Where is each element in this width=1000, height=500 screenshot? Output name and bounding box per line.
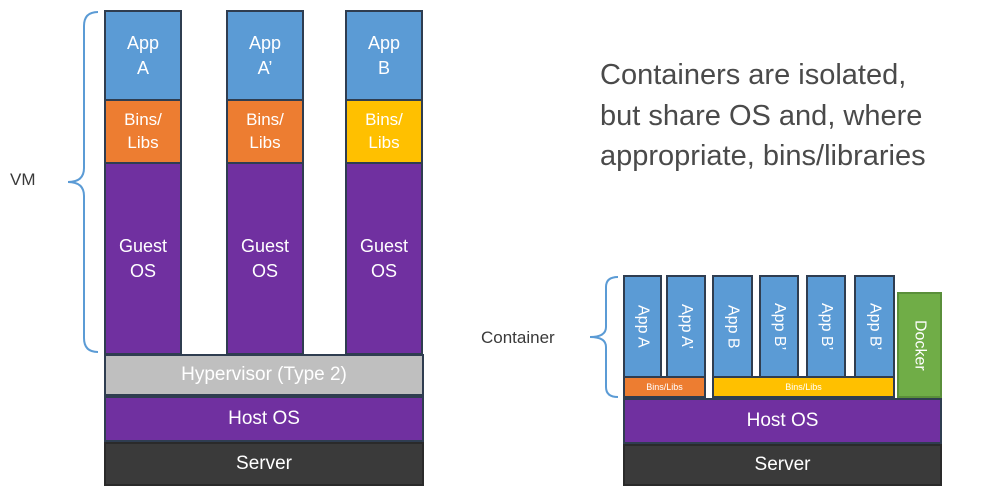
container-server-layer: Server: [623, 444, 942, 486]
vm-bins-libs-a-prime: Bins/ Libs: [226, 99, 304, 164]
vm-host-os-layer: Host OS: [104, 396, 424, 442]
container-app-b: App B: [712, 275, 753, 378]
container-host-os-layer: Host OS: [623, 398, 942, 444]
container-app-a-prime: App A’: [666, 275, 706, 378]
vm-label: VM: [10, 170, 36, 189]
vm-bins-libs-b: Bins/ Libs: [345, 99, 423, 164]
container-app-b-prime-3: App B’: [854, 275, 895, 378]
vm-server-layer: Server: [104, 442, 424, 486]
vm-bins-libs-a: Bins/ Libs: [104, 99, 182, 164]
container-app-a: App A: [623, 275, 662, 378]
container-app-b-prime-2: App B’: [806, 275, 846, 378]
vm-guest-os-a: Guest OS: [104, 162, 182, 355]
docker-engine: Docker: [897, 292, 942, 398]
container-label: Container: [481, 328, 555, 347]
vm-guest-os-a-prime: Guest OS: [226, 162, 304, 355]
container-bins-libs-a: Bins/Libs: [623, 376, 706, 398]
vm-app-a: App A: [104, 10, 182, 101]
headline-text: Containers are isolated, but share OS an…: [600, 59, 926, 173]
vm-guest-os-b: Guest OS: [345, 162, 423, 355]
hypervisor-layer: Hypervisor (Type 2): [104, 354, 424, 396]
vm-brace: [67, 11, 99, 353]
container-app-b-prime-1: App B’: [759, 275, 799, 378]
vm-app-a-prime: App A’: [226, 10, 304, 101]
container-brace: [589, 276, 619, 398]
vm-app-b: App B: [345, 10, 423, 101]
container-bins-libs-b: Bins/Libs: [712, 376, 895, 398]
